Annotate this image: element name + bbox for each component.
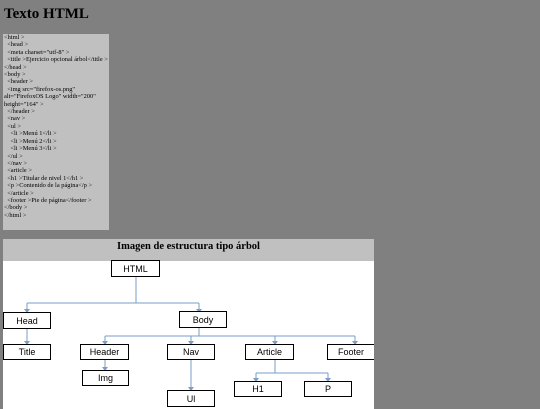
connector-arrow [24,341,30,345]
code-line: <head > [4,41,29,49]
tree-node-img: Img [82,370,129,386]
code-line: <img src="firefox-os.png" alt="FirefoxOS… [4,85,98,108]
code-line: <footer >Pie de página</footer > [4,196,92,204]
code-line: <li >Menú 1</li > [4,130,57,138]
code-line: <p >Contenido de la página</p > [4,182,93,190]
code-line: <header > [4,78,34,86]
code-line: </head > [4,63,27,71]
connector-arrow [102,367,108,371]
code-line: <li >Menú 3</li > [4,145,57,153]
connector-arrow [188,387,194,391]
tree-node-h1: H1 [234,381,282,397]
code-line: <li >Menú 2</li > [4,137,57,145]
connector-arrow [325,378,331,382]
connector-arrow [24,309,30,313]
tree-node-title: Title [3,344,51,360]
tree-node-header: Header [80,344,129,360]
connector-arrow [188,341,194,345]
code-line: </body > [4,204,28,212]
tree-diagram-panel: Imagen de estructura tipo árbol [3,239,374,409]
code-line: <meta charset="utf-8" > [4,48,70,56]
code-line: </header > [4,108,35,116]
tree-node-html: HTML [111,260,160,277]
tree-node-ul: Ul [167,390,215,407]
code-line: <ul > [4,122,21,130]
connector-arrow [102,341,108,345]
tree-connectors [24,276,358,391]
code-line: </nav > [4,159,28,167]
code-line: </html > [4,211,27,219]
code-line: </ul > [4,152,23,160]
code-line: <html > [4,34,25,41]
tree-node-body: Body [179,311,227,328]
code-line: <nav > [4,115,26,123]
tree-node-nav: Nav [167,344,215,360]
code-line: <body > [4,71,26,79]
code-line: <title >Ejercicio opcional árbol</title … [4,56,108,64]
tree-node-article: Article [245,344,294,360]
html-code-text: <html > <head > <meta charset="utf-8" > … [3,34,109,219]
tree-node-head: Head [3,312,51,329]
tree-node-footer: Footer [327,344,374,360]
code-line: <article > [4,167,32,175]
code-line: </article > [4,189,34,197]
connector-arrow [352,341,358,345]
tree-diagram-heading: Imagen de estructura tipo árbol [3,239,374,261]
page-title: Texto HTML [4,6,89,22]
connector-arrow [253,378,259,382]
html-code-block: <html > <head > <meta charset="utf-8" > … [3,34,109,230]
tree-node-p: P [304,381,352,397]
code-line: <h1 >Titular de nivel 1</h1 > [4,174,84,182]
connector-arrow [272,341,278,345]
